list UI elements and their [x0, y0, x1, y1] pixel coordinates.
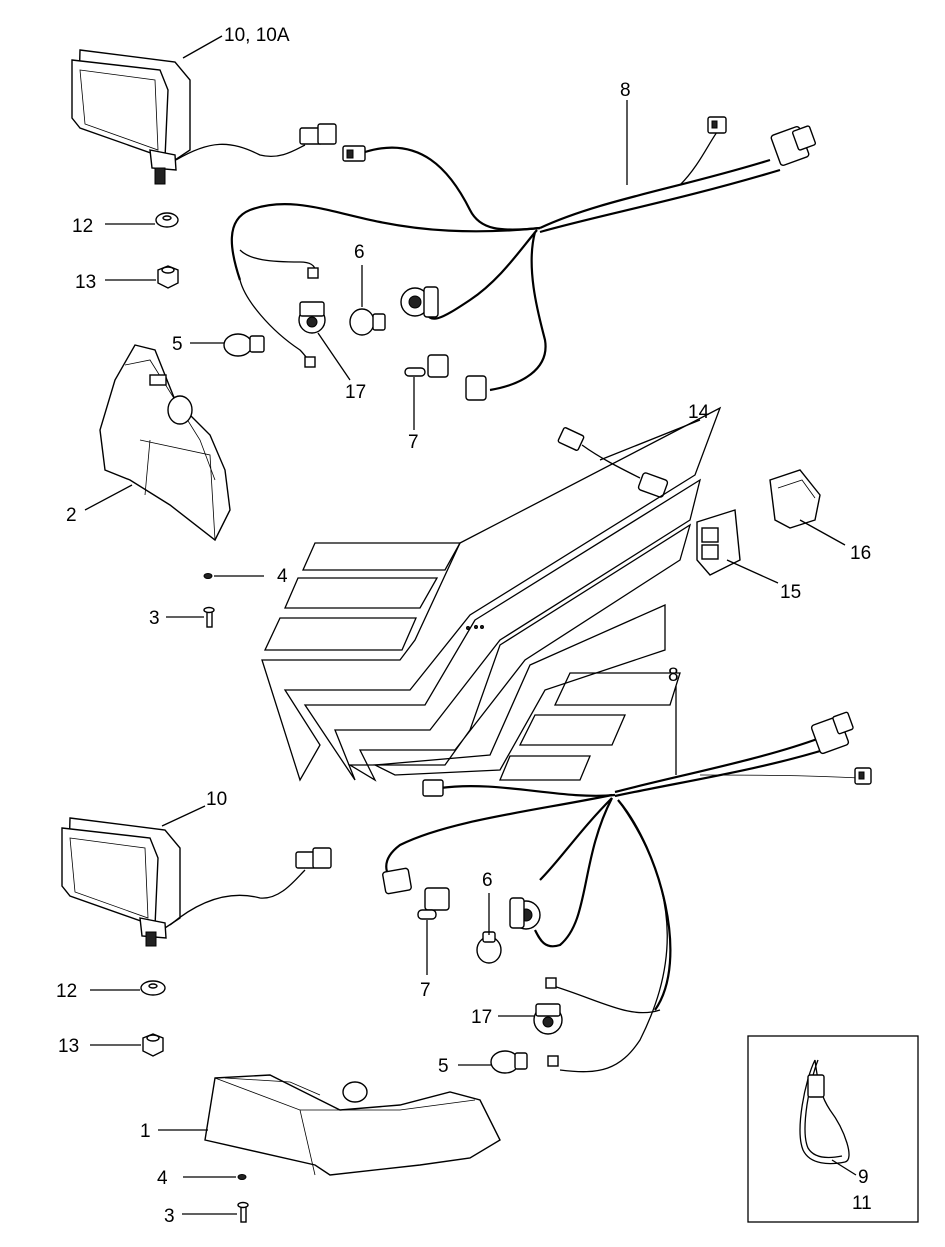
bulb-7-top — [404, 354, 487, 401]
label-12-bottom: 12 — [56, 981, 77, 1002]
washer-top — [155, 212, 179, 228]
connector-harness-end-top — [707, 116, 817, 167]
washer-bottom — [140, 980, 166, 996]
floodlight-bottom — [61, 817, 181, 947]
socket-17-bottom — [533, 977, 563, 1067]
bulb-5-top — [223, 333, 265, 357]
label-6-bottom: 6 — [482, 870, 493, 891]
wire-harness-bottom — [385, 736, 861, 1073]
label-4-bottom: 4 — [157, 1168, 168, 1189]
switch-15 — [696, 509, 741, 576]
wire-harness-top — [230, 127, 781, 392]
tail-lamp-2 — [99, 344, 231, 542]
label-5-bottom: 5 — [438, 1056, 449, 1077]
label-7-top: 7 — [408, 432, 419, 453]
socket-6-top — [400, 286, 439, 318]
label-17-top: 17 — [345, 382, 366, 403]
label-7-bottom: 7 — [420, 980, 431, 1001]
label-8-bottom: 8 — [668, 665, 679, 686]
label-10: 10 — [206, 789, 227, 810]
connector-floodlight-bottom — [295, 847, 332, 869]
nut-top — [157, 265, 179, 289]
bulb-6-top — [349, 308, 386, 336]
label-8-top: 8 — [620, 80, 631, 101]
screw-3-bottom — [237, 1201, 249, 1223]
washer-4-top — [203, 573, 213, 579]
label-14: 14 — [688, 402, 710, 423]
bracket-16 — [769, 469, 821, 529]
screw-3-top — [203, 606, 215, 628]
label-3-bottom: 3 — [164, 1206, 175, 1227]
label-16: 16 — [850, 543, 871, 564]
label-17-bottom: 17 — [471, 1007, 492, 1028]
label-1: 1 — [140, 1121, 151, 1142]
label-11: 11 — [852, 1193, 872, 1214]
inset-box — [747, 1035, 919, 1223]
connector-harness-end-bottom — [422, 711, 872, 797]
label-13-bottom: 13 — [58, 1036, 79, 1057]
label-9: 9 — [858, 1167, 869, 1188]
decal-graphics — [261, 406, 722, 782]
cable-14 — [557, 427, 669, 498]
connector-harness-top — [342, 145, 366, 162]
label-13-top: 13 — [75, 272, 96, 293]
label-15: 15 — [780, 582, 801, 603]
label-2: 2 — [66, 505, 77, 526]
washer-4-bottom — [237, 1174, 247, 1180]
label-3-top: 3 — [149, 608, 160, 629]
bulb-5-bottom — [490, 1050, 528, 1074]
label-5-top: 5 — [172, 334, 183, 355]
bulb-6-bottom — [476, 931, 502, 964]
tail-lamp-1 — [204, 1074, 501, 1176]
label-4-top: 4 — [277, 566, 288, 587]
label-6-top: 6 — [354, 242, 365, 263]
cable-strap — [799, 1059, 850, 1165]
socket-17-top — [298, 301, 326, 334]
label-12-top: 12 — [72, 216, 93, 237]
nut-bottom — [142, 1033, 164, 1057]
floodlight-top — [71, 49, 191, 185]
connector-near-7-bottom — [382, 867, 450, 920]
connector-floodlight-top — [299, 123, 337, 145]
label-10-10a: 10, 10A — [224, 25, 290, 46]
socket-6-bottom — [509, 897, 541, 930]
